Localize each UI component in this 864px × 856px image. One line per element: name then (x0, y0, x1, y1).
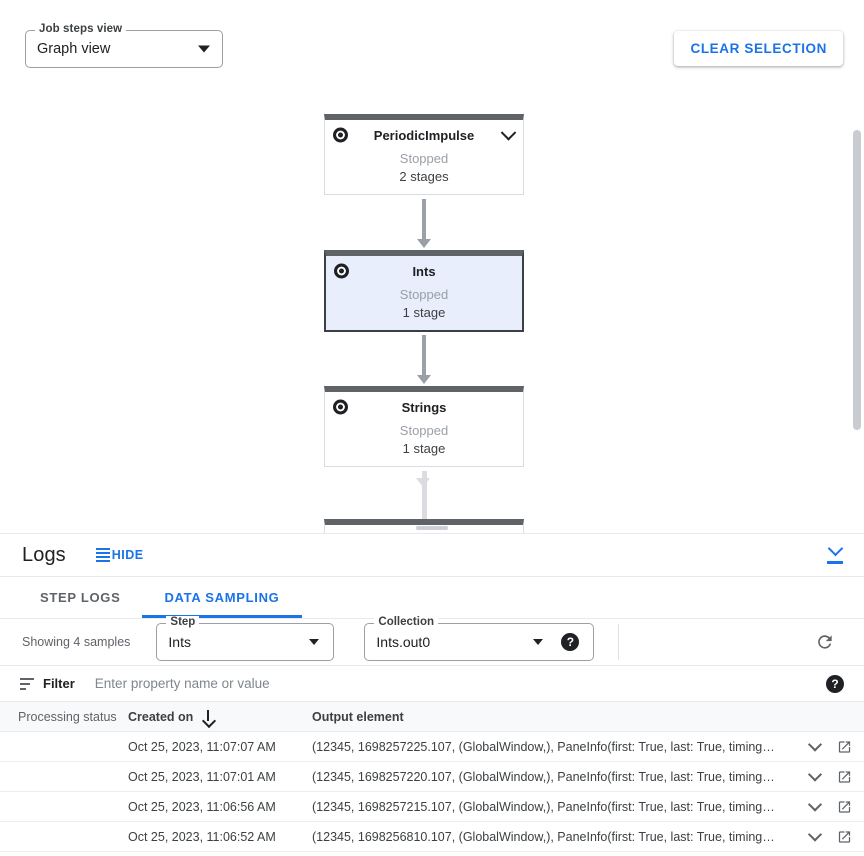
graph-node-ints[interactable]: Ints Stopped 1 stage (324, 250, 524, 332)
graph-edge-2 (422, 335, 426, 378)
job-steps-view-value: Graph view (37, 41, 111, 57)
showing-samples-text: Showing 4 samples (22, 635, 131, 649)
row-created-on-cell: Oct 25, 2023, 11:07:07 AM (128, 739, 276, 754)
job-graph-area: PeriodicImpulse Stopped 2 stages Ints St… (0, 0, 864, 534)
node-status: Stopped (399, 151, 449, 166)
logs-header: Logs HIDE (0, 534, 864, 577)
expand-row-chevron-icon[interactable] (807, 736, 823, 752)
graph-node-strings[interactable]: Strings Stopped 1 stage (324, 386, 524, 467)
filter-label: Filter (43, 676, 75, 691)
filter-help-icon[interactable]: ? (826, 674, 844, 693)
samples-table: Processing status Created on Output elem… (0, 702, 864, 852)
graph-edge-3 (422, 471, 427, 519)
row-created-on-cell: Oct 25, 2023, 11:07:01 AM (128, 769, 276, 784)
open-in-new-icon[interactable] (837, 739, 852, 754)
stop-icon (334, 263, 349, 279)
collection-select[interactable]: Collection Ints.out0 ? (364, 616, 595, 661)
row-status-cell (0, 800, 128, 814)
open-in-new-icon[interactable] (837, 769, 852, 784)
collection-select-label: Collection (374, 616, 438, 628)
column-header-output-element[interactable]: Output element (312, 709, 404, 724)
refresh-icon (818, 635, 832, 649)
graph-edge-arrow-1 (417, 239, 431, 248)
hide-logs-button[interactable]: HIDE (95, 548, 144, 562)
graph-edge-arrow-2 (417, 375, 431, 384)
row-output-element-cell: (12345, 1698257215.107, (GlobalWindow,),… (312, 799, 775, 814)
row-output-element-cell: (12345, 1698257225.107, (GlobalWindow,),… (312, 739, 775, 754)
row-status-cell (0, 770, 128, 784)
chevron-down-icon[interactable] (309, 639, 320, 645)
step-select-label: Step (166, 616, 200, 628)
node-stages: 1 stage (402, 305, 446, 320)
graph-canvas[interactable]: PeriodicImpulse Stopped 2 stages Ints St… (0, 0, 864, 533)
row-status-cell (0, 830, 128, 844)
chevron-down-icon[interactable] (198, 45, 210, 53)
expand-row-chevron-icon[interactable] (807, 796, 823, 812)
hamburger-icon (95, 548, 110, 562)
chevron-down-icon[interactable] (533, 639, 544, 645)
job-steps-view-select[interactable]: Job steps view Graph view (25, 23, 223, 68)
open-in-new-icon[interactable] (837, 799, 852, 814)
chevron-down-icon[interactable] (500, 125, 517, 141)
help-icon[interactable]: ? (561, 633, 580, 651)
collapse-bar-icon (827, 561, 843, 564)
graph-edge-1 (422, 199, 426, 242)
row-output-element-cell: (12345, 1698256810.107, (GlobalWindow,),… (312, 829, 775, 844)
tab-step-logs[interactable]: STEP LOGS (18, 577, 142, 618)
chevron-down-icon (827, 540, 843, 557)
clear-selection-button[interactable]: CLEAR SELECTION (674, 31, 843, 66)
refresh-button[interactable] (812, 629, 838, 655)
table-row[interactable]: Oct 25, 2023, 11:06:52 AM (12345, 169825… (0, 822, 864, 852)
node-header: Strings (325, 392, 523, 422)
hide-logs-label: HIDE (111, 548, 144, 562)
logs-title: Logs (22, 543, 66, 566)
stop-icon (333, 127, 348, 143)
column-header-created-on[interactable]: Created on (128, 710, 312, 724)
collapse-panel-button[interactable] (822, 540, 848, 568)
samples-table-header: Processing status Created on Output elem… (0, 702, 864, 732)
node-title: PeriodicImpulse (373, 127, 475, 143)
row-status-cell (0, 740, 128, 754)
table-row[interactable]: Oct 25, 2023, 11:06:56 AM (12345, 169825… (0, 792, 864, 822)
table-row[interactable]: Oct 25, 2023, 11:07:01 AM (12345, 169825… (0, 762, 864, 792)
expand-row-chevron-icon[interactable] (807, 826, 823, 842)
column-header-processing-status[interactable]: Processing status (18, 709, 117, 724)
column-header-created-on-label: Created on (128, 709, 194, 724)
collection-select-value: Ints.out0 (376, 634, 431, 650)
step-select-value: Ints (168, 634, 191, 650)
step-select[interactable]: Step Ints (156, 616, 335, 661)
graph-edge-arrow-3 (416, 478, 430, 487)
node-stages: 1 stage (402, 441, 446, 456)
row-output-element-cell: (12345, 1698257220.107, (GlobalWindow,),… (312, 769, 775, 784)
filter-icon (20, 677, 34, 690)
filter-input[interactable] (94, 676, 595, 691)
tab-data-sampling[interactable]: DATA SAMPLING (142, 577, 302, 618)
table-row[interactable]: Oct 25, 2023, 11:07:07 AM (12345, 169825… (0, 732, 864, 762)
expand-row-chevron-icon[interactable] (807, 766, 823, 782)
panel-resize-handle[interactable] (416, 526, 448, 530)
data-sampling-controls: Showing 4 samples Step Ints Collection I… (0, 616, 864, 666)
graph-toolbar: Job steps view Graph view CLEAR SELECTIO… (0, 0, 864, 95)
node-title: Strings (401, 399, 447, 415)
sort-descending-icon (203, 710, 212, 723)
stop-icon (333, 399, 348, 415)
node-status: Stopped (399, 423, 449, 438)
open-in-new-icon[interactable] (837, 829, 852, 844)
filter-row: Filter ? (0, 666, 864, 702)
node-status: Stopped (399, 287, 449, 302)
row-created-on-cell: Oct 25, 2023, 11:06:56 AM (128, 799, 276, 814)
job-steps-view-label: Job steps view (35, 23, 127, 35)
node-title: Ints (412, 263, 436, 279)
logs-panel: Logs HIDE STEP LOGS DATA SAMPLING Showin… (0, 534, 864, 856)
graph-vertical-scrollbar[interactable] (853, 130, 861, 430)
logs-tabs: STEP LOGS DATA SAMPLING (0, 577, 864, 619)
node-header: PeriodicImpulse (325, 120, 523, 150)
toolbar-divider (618, 624, 620, 660)
row-created-on-cell: Oct 25, 2023, 11:06:52 AM (128, 829, 276, 844)
node-stages: 2 stages (399, 169, 449, 184)
graph-node-periodicimpulse[interactable]: PeriodicImpulse Stopped 2 stages (324, 114, 524, 195)
node-header: Ints (326, 256, 522, 286)
